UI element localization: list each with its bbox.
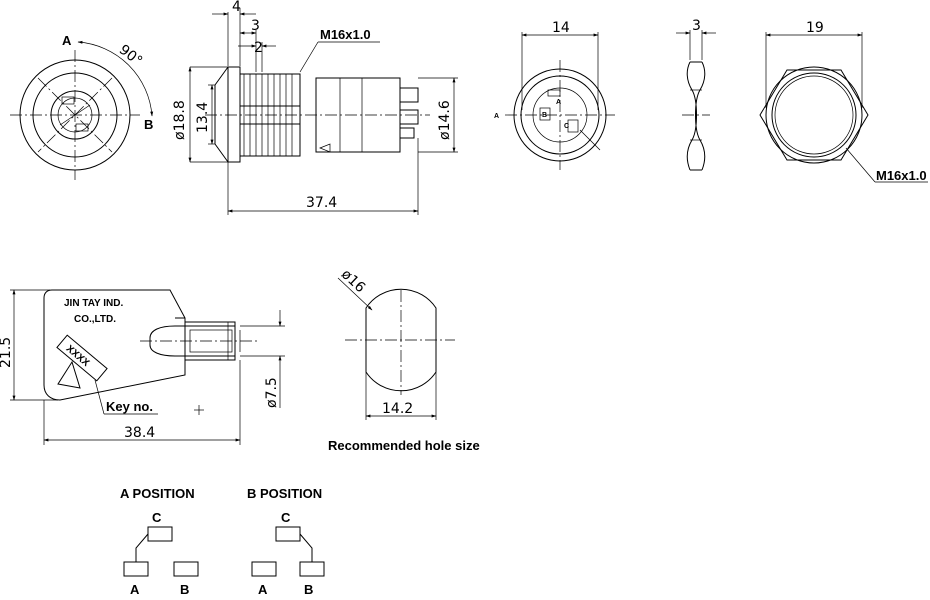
rear-label-c: C xyxy=(564,123,569,130)
position-a-title: A POSITION xyxy=(120,486,195,501)
rear-label-b: B xyxy=(542,112,547,119)
key-no-label: Key no. xyxy=(106,399,153,414)
dim-3: 3 xyxy=(251,18,260,34)
position-a-left-label: A xyxy=(130,582,140,597)
position-b-diagram: B POSITION C A B xyxy=(247,486,325,597)
rear-side-mark: A xyxy=(494,113,499,120)
hole-view: ø16 14.2 Recommended hole size xyxy=(328,266,480,453)
washer-view: 3 xyxy=(676,18,716,171)
nut-thread-label: M16x1.0 xyxy=(876,168,927,183)
front-view: A B 90° xyxy=(10,33,153,180)
position-b-top-label: C xyxy=(281,510,291,525)
key-dim-length: 38.4 xyxy=(124,425,155,441)
position-a-top-label: C xyxy=(152,510,162,525)
key-brand-line2: CO.,LTD. xyxy=(74,314,116,325)
position-b-right-label: B xyxy=(304,582,313,597)
position-b-title: B POSITION xyxy=(247,486,322,501)
position-a-diagram: A POSITION C A B xyxy=(120,486,199,597)
key-brand-line1: JIN TAY IND. xyxy=(64,298,123,309)
key-dim-dia: ø7.5 xyxy=(264,377,280,408)
rear-label-a: A xyxy=(556,99,561,106)
side-thread-label: M16x1.0 xyxy=(320,27,371,42)
dim-body-dia: ø14.6 xyxy=(437,100,453,140)
dim-length: 37.4 xyxy=(306,195,337,211)
front-label-b: B xyxy=(144,117,153,132)
dim-inner: 13.4 xyxy=(195,102,211,133)
side-view: 4 3 2 M16x1.0 ø18.8 13.4 ø14.6 37.4 xyxy=(172,0,458,215)
rear-dim-width: 14 xyxy=(552,20,570,36)
nut-dim-width: 19 xyxy=(806,20,824,36)
dim-outer-dia: ø18.8 xyxy=(172,100,188,140)
key-dim-height: 21.5 xyxy=(0,337,14,368)
front-label-a: A xyxy=(62,33,72,48)
hole-dim-width: 14.2 xyxy=(382,401,413,417)
washer-dim-thickness: 3 xyxy=(692,18,701,34)
rear-view: A B C A 14 xyxy=(494,20,615,170)
position-b-left-label: A xyxy=(258,582,268,597)
position-a-right-label: B xyxy=(180,582,189,597)
hole-dim-dia: ø16 xyxy=(338,266,368,296)
dim-2: 2 xyxy=(254,40,263,56)
nut-view: M16x1.0 19 xyxy=(759,20,928,183)
dim-4: 4 xyxy=(232,0,241,15)
key-view: XXXX JIN TAY IND. CO.,LTD. Key no. 21.5 … xyxy=(0,289,285,445)
front-angle-label: 90° xyxy=(116,42,145,70)
hole-caption: Recommended hole size xyxy=(328,438,480,453)
